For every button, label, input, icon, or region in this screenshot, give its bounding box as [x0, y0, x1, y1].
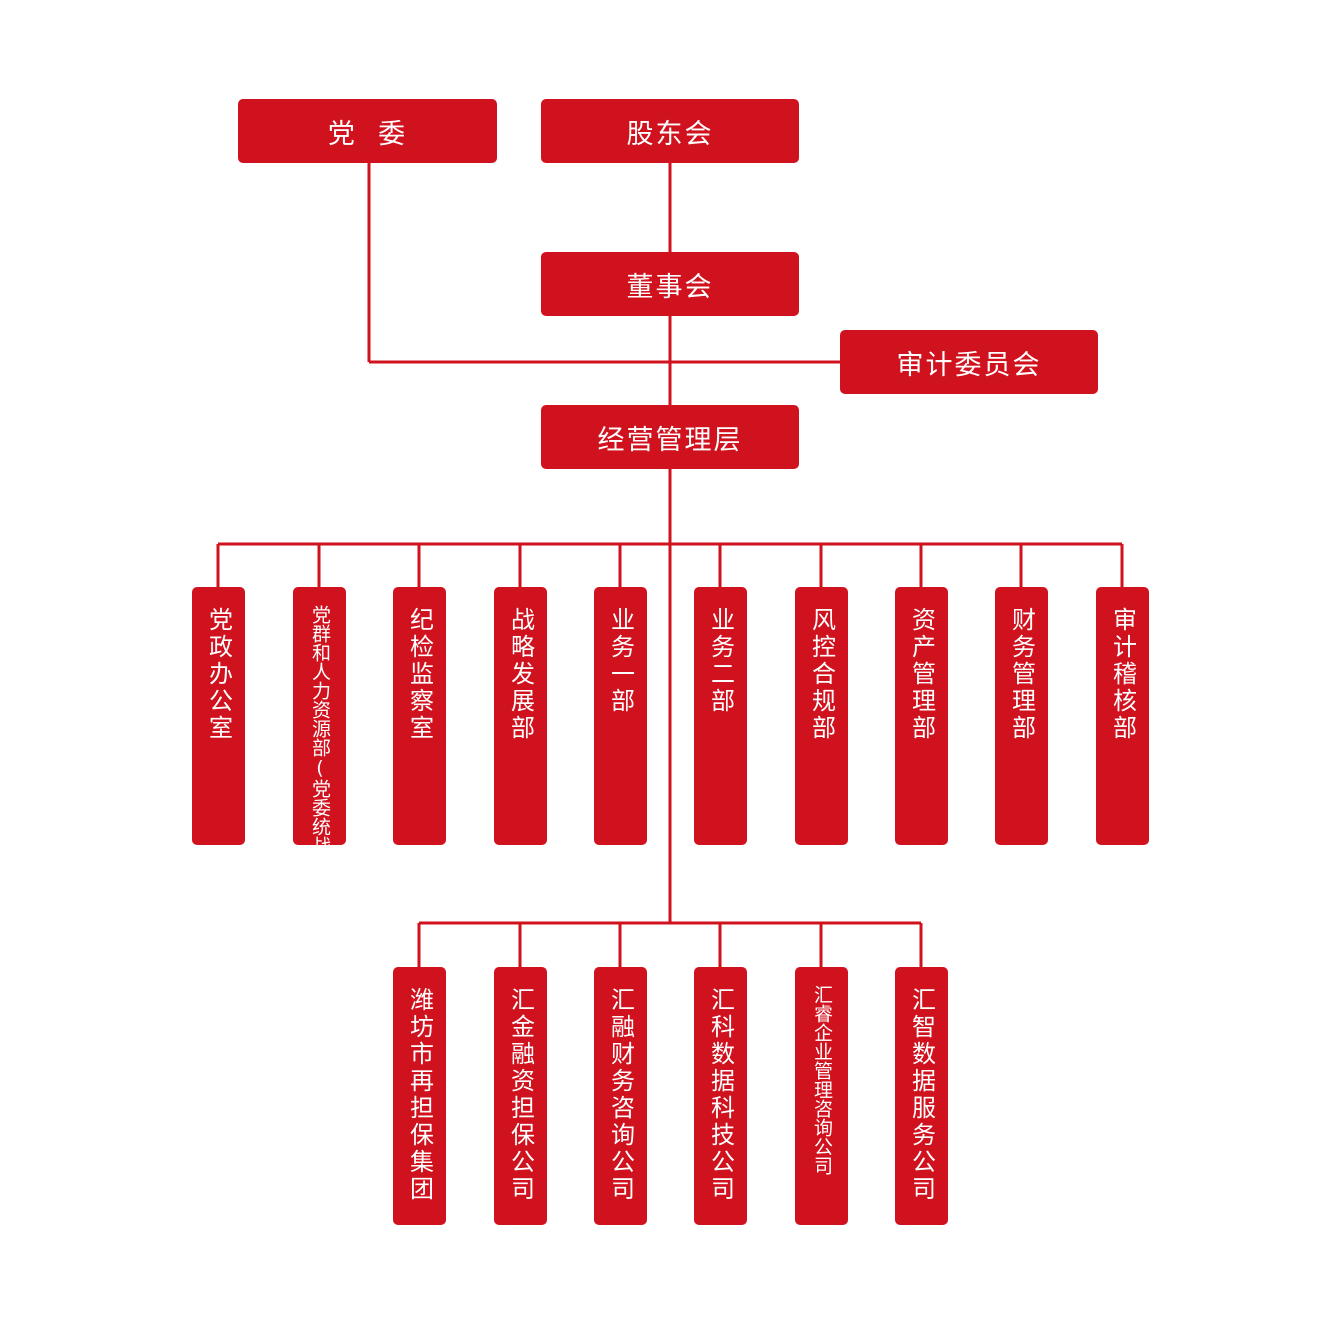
department-box: 风控合规部	[795, 587, 848, 845]
subsidiary-box: 汇科数据科技公司	[694, 967, 747, 1225]
subsidiary-box: 汇智数据服务公司	[895, 967, 948, 1225]
department-box: 业务一部	[594, 587, 647, 845]
department-label: 党群和人力资源部(党委统战部)	[309, 605, 331, 896]
department-box: 战略发展部	[494, 587, 547, 845]
audit-committee-box: 审计委员会	[840, 330, 1098, 394]
department-label: 战略发展部	[506, 607, 535, 742]
subsidiary-label: 潍坊市再担保集团	[405, 987, 434, 1203]
subsidiary-box: 汇金融资担保公司	[494, 967, 547, 1225]
department-label: 风控合规部	[807, 607, 836, 742]
party-committee-label: 党 委	[327, 118, 408, 150]
shareholders-box: 股东会	[541, 99, 799, 163]
department-label: 纪检监察室	[405, 607, 434, 742]
board-label: 董事会	[626, 271, 714, 303]
department-label: 党政办公室	[204, 607, 233, 742]
department-box: 党政办公室	[192, 587, 245, 845]
department-box: 党群和人力资源部(党委统战部)	[293, 587, 346, 896]
department-box: 纪检监察室	[393, 587, 446, 845]
management-label: 经营管理层	[597, 424, 743, 456]
subsidiary-label: 汇科数据科技公司	[706, 987, 735, 1203]
department-box: 审计稽核部	[1096, 587, 1149, 845]
subsidiary-label: 汇金融资担保公司	[506, 987, 535, 1203]
subsidiary-box: 汇睿企业管理咨询公司	[795, 967, 848, 1225]
subsidiary-label: 汇融财务咨询公司	[606, 987, 635, 1203]
management-box: 经营管理层	[541, 405, 799, 469]
department-label: 财务管理部	[1007, 607, 1036, 742]
department-box: 资产管理部	[895, 587, 948, 845]
shareholders-label: 股东会	[626, 118, 714, 150]
department-box: 业务二部	[694, 587, 747, 845]
board-box: 董事会	[541, 252, 799, 316]
subsidiary-box: 汇融财务咨询公司	[594, 967, 647, 1225]
department-label: 审计稽核部	[1108, 607, 1137, 742]
subsidiary-label: 汇睿企业管理咨询公司	[811, 985, 833, 1175]
audit-committee-label: 审计委员会	[896, 349, 1042, 381]
department-box: 财务管理部	[995, 587, 1048, 845]
subsidiary-box: 潍坊市再担保集团	[393, 967, 446, 1225]
department-label: 业务二部	[706, 607, 735, 715]
subsidiary-label: 汇智数据服务公司	[907, 987, 936, 1203]
department-label: 业务一部	[606, 607, 635, 715]
department-label: 资产管理部	[907, 607, 936, 742]
party-committee-box: 党 委	[238, 99, 497, 163]
